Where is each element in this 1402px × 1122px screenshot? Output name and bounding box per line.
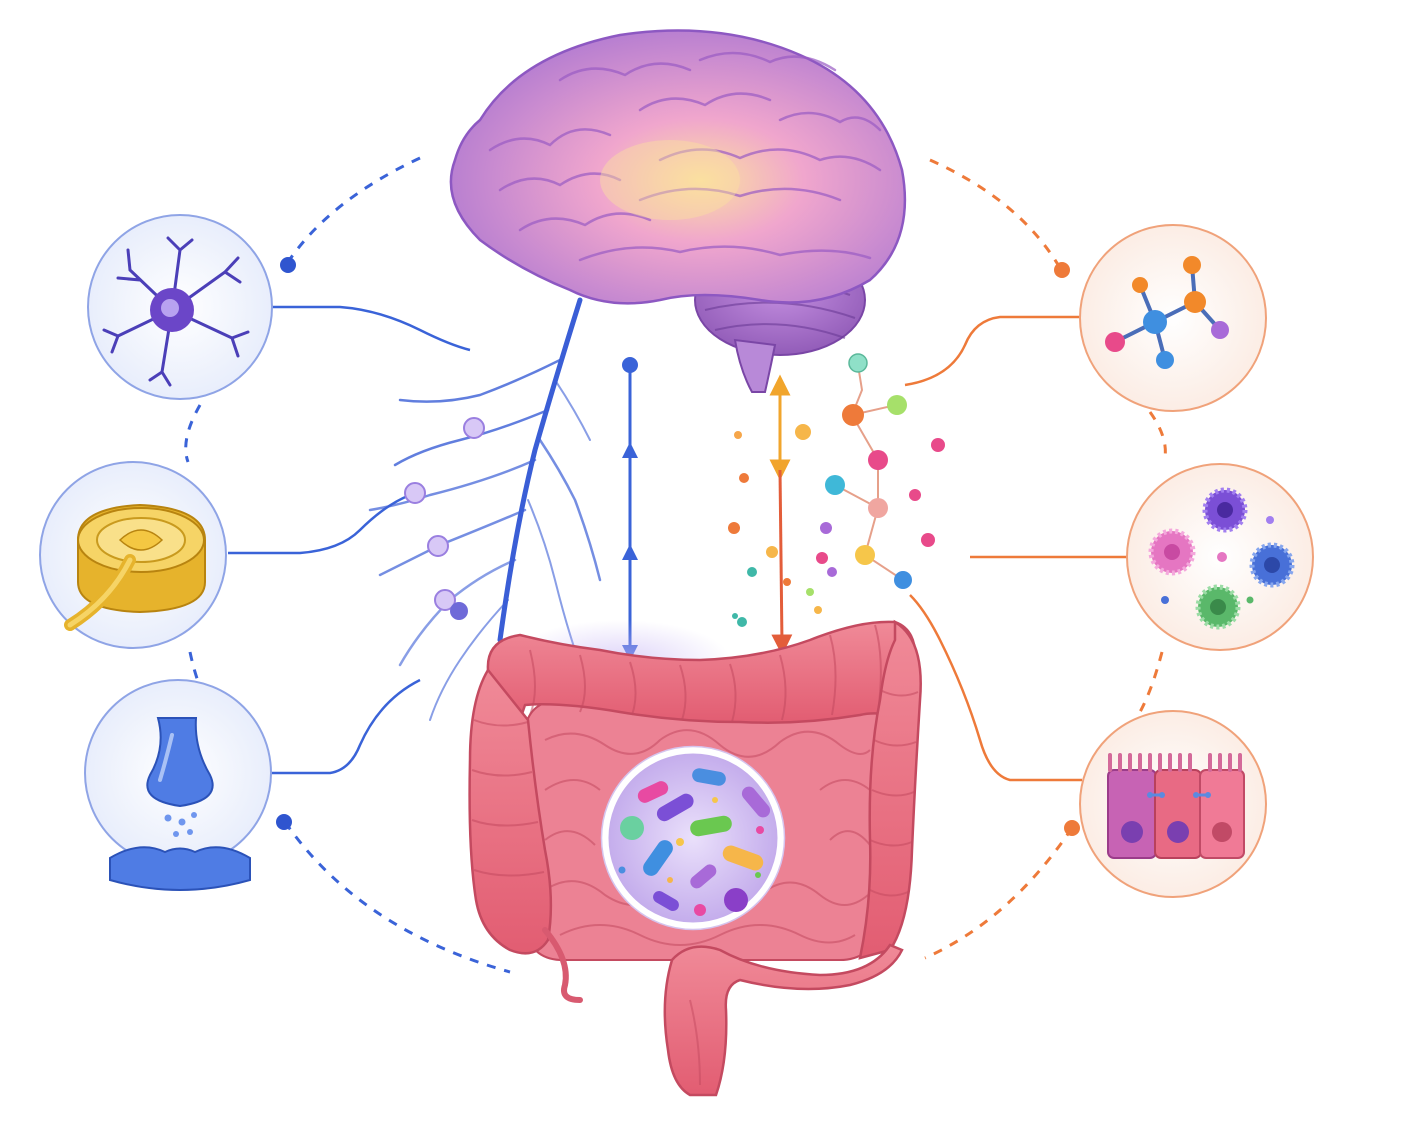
metabolite-particles bbox=[728, 424, 945, 627]
right-orbit-dashed bbox=[924, 158, 1167, 960]
neuron-icon bbox=[102, 236, 250, 387]
metabolite-chain bbox=[825, 353, 912, 589]
neural-signal-arrow bbox=[622, 357, 638, 661]
epithelium-circle bbox=[1079, 710, 1267, 898]
synapse-circle bbox=[84, 679, 272, 891]
left-connectors bbox=[228, 305, 471, 775]
left-orbit-node-bottom bbox=[276, 814, 292, 830]
chemical-signal-arrow bbox=[769, 374, 793, 656]
right-orbit-node-bottom bbox=[1064, 820, 1080, 836]
spinal-cord-icon bbox=[64, 503, 206, 631]
synapse-icon bbox=[109, 717, 251, 891]
neuron-circle bbox=[87, 214, 273, 400]
vagus-nerve-icon bbox=[368, 297, 602, 721]
right-connectors bbox=[904, 315, 1127, 782]
immune-cells-circle bbox=[1126, 463, 1314, 651]
immune-cells-icon bbox=[1148, 487, 1295, 630]
right-orbit-node-top bbox=[1054, 262, 1070, 278]
spinal-cord-circle bbox=[39, 461, 227, 649]
molecule-circle bbox=[1079, 224, 1267, 412]
epithelium-icon bbox=[1107, 753, 1245, 859]
microbiome-icon bbox=[600, 745, 786, 931]
brain-icon bbox=[449, 29, 907, 393]
left-orbit-node-top bbox=[280, 257, 296, 273]
vagus-nodes bbox=[404, 417, 485, 620]
